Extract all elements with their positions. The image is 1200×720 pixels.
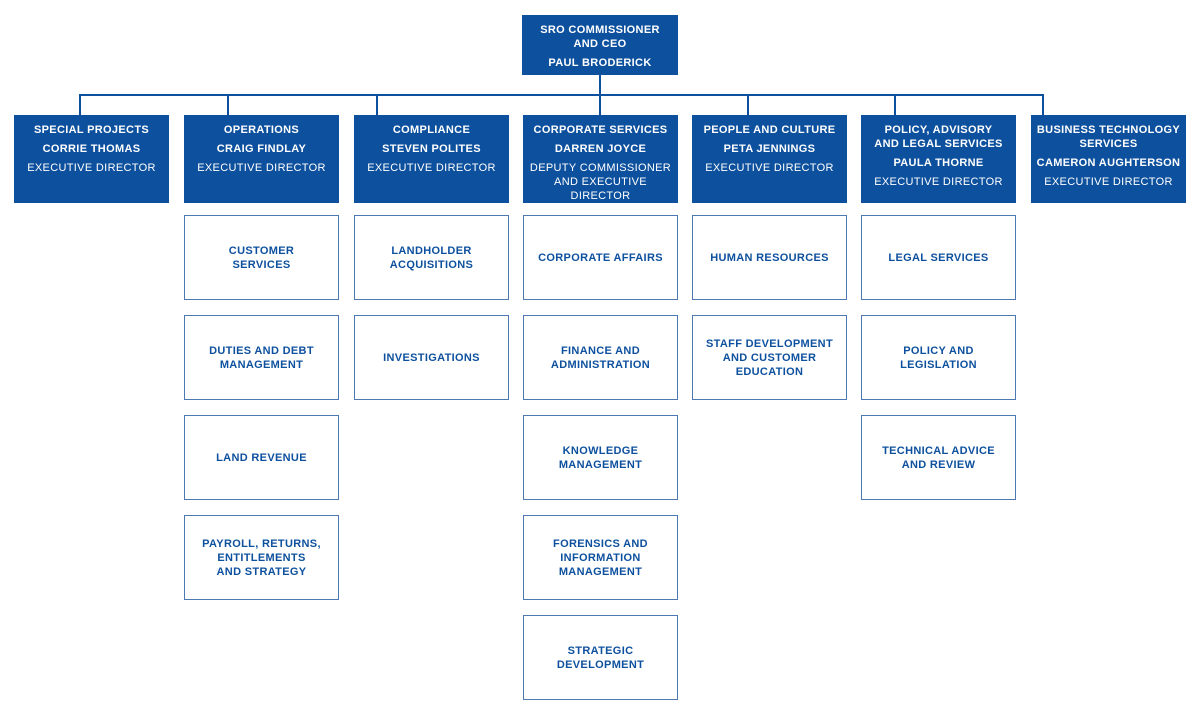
org-unit-payroll-returns: PAYROLL, RETURNS, ENTITLEMENTS AND STRAT…: [184, 515, 339, 600]
connector-drop-5: [747, 94, 749, 115]
node-name: PAULA THORNE: [893, 157, 984, 169]
org-unit-knowledge-management: KNOWLEDGE MANAGEMENT: [523, 415, 678, 500]
node-name: CRAIG FINDLAY: [216, 143, 307, 155]
org-unit-strategic-development: STRATEGIC DEVELOPMENT: [523, 615, 678, 700]
node-title: SRO COMMISSIONER AND CEO: [540, 24, 660, 50]
node-role: EXECUTIVE DIRECTOR: [874, 176, 1003, 188]
org-node-special-projects: SPECIAL PROJECTS CORRIE THOMAS EXECUTIVE…: [14, 115, 169, 203]
connector-drop-2: [227, 94, 229, 115]
node-title: PEOPLE AND CULTURE: [703, 124, 836, 136]
connector-drop-7: [1042, 94, 1044, 115]
org-node-business-technology: BUSINESS TECHNOLOGY SERVICES CAMERON AUG…: [1031, 115, 1186, 203]
node-title: OPERATIONS: [223, 124, 300, 136]
org-unit-finance-admin: FINANCE AND ADMINISTRATION: [523, 315, 678, 400]
node-role: EXECUTIVE DIRECTOR: [367, 162, 496, 174]
node-role: EXECUTIVE DIRECTOR: [705, 162, 834, 174]
org-node-corporate-services: CORPORATE SERVICES DARREN JOYCE DEPUTY C…: [523, 115, 678, 203]
node-role: EXECUTIVE DIRECTOR: [197, 162, 326, 174]
org-unit-corporate-affairs: CORPORATE AFFAIRS: [523, 215, 678, 300]
node-name: CORRIE THOMAS: [42, 143, 141, 155]
org-unit-landholder-acquisitions: LANDHOLDER ACQUISITIONS: [354, 215, 509, 300]
node-name: PETA JENNINGS: [723, 143, 816, 155]
node-title: COMPLIANCE: [392, 124, 471, 136]
node-title: POLICY, ADVISORY AND LEGAL SERVICES: [874, 124, 1003, 150]
connector-drop-6: [894, 94, 896, 115]
node-role: DEPUTY COMMISSIONER AND EXECUTIVE DIRECT…: [529, 162, 672, 202]
org-unit-duties-debt: DUTIES AND DEBT MANAGEMENT: [184, 315, 339, 400]
org-unit-legal-services: LEGAL SERVICES: [861, 215, 1016, 300]
org-node-operations: OPERATIONS CRAIG FINDLAY EXECUTIVE DIREC…: [184, 115, 339, 203]
node-name: PAUL BRODERICK: [548, 57, 652, 69]
org-unit-forensics-information: FORENSICS AND INFORMATION MANAGEMENT: [523, 515, 678, 600]
org-unit-investigations: INVESTIGATIONS: [354, 315, 509, 400]
org-unit-land-revenue: LAND REVENUE: [184, 415, 339, 500]
org-unit-policy-legislation: POLICY AND LEGISLATION: [861, 315, 1016, 400]
org-unit-customer-services: CUSTOMER SERVICES: [184, 215, 339, 300]
org-node-policy-advisory-legal: POLICY, ADVISORY AND LEGAL SERVICES PAUL…: [861, 115, 1016, 203]
node-title: CORPORATE SERVICES: [533, 124, 668, 136]
connector-horizontal: [79, 94, 1044, 96]
node-name: DARREN JOYCE: [554, 143, 647, 155]
node-title: SPECIAL PROJECTS: [33, 124, 150, 136]
node-title: BUSINESS TECHNOLOGY SERVICES: [1036, 124, 1181, 150]
connector-drop-1: [79, 94, 81, 115]
org-node-compliance: COMPLIANCE STEVEN POLITES EXECUTIVE DIRE…: [354, 115, 509, 203]
node-role: EXECUTIVE DIRECTOR: [1044, 176, 1173, 188]
org-unit-technical-advice: TECHNICAL ADVICE AND REVIEW: [861, 415, 1016, 500]
org-unit-staff-development: STAFF DEVELOPMENT AND CUSTOMER EDUCATION: [692, 315, 847, 400]
org-node-commissioner: SRO COMMISSIONER AND CEO PAUL BRODERICK: [522, 15, 678, 75]
node-name: STEVEN POLITES: [382, 143, 481, 155]
node-role: EXECUTIVE DIRECTOR: [27, 162, 156, 174]
org-unit-human-resources: HUMAN RESOURCES: [692, 215, 847, 300]
org-node-people-and-culture: PEOPLE AND CULTURE PETA JENNINGS EXECUTI…: [692, 115, 847, 203]
connector-drop-3: [376, 94, 378, 115]
node-name: CAMERON AUGHTERSON: [1036, 157, 1181, 169]
